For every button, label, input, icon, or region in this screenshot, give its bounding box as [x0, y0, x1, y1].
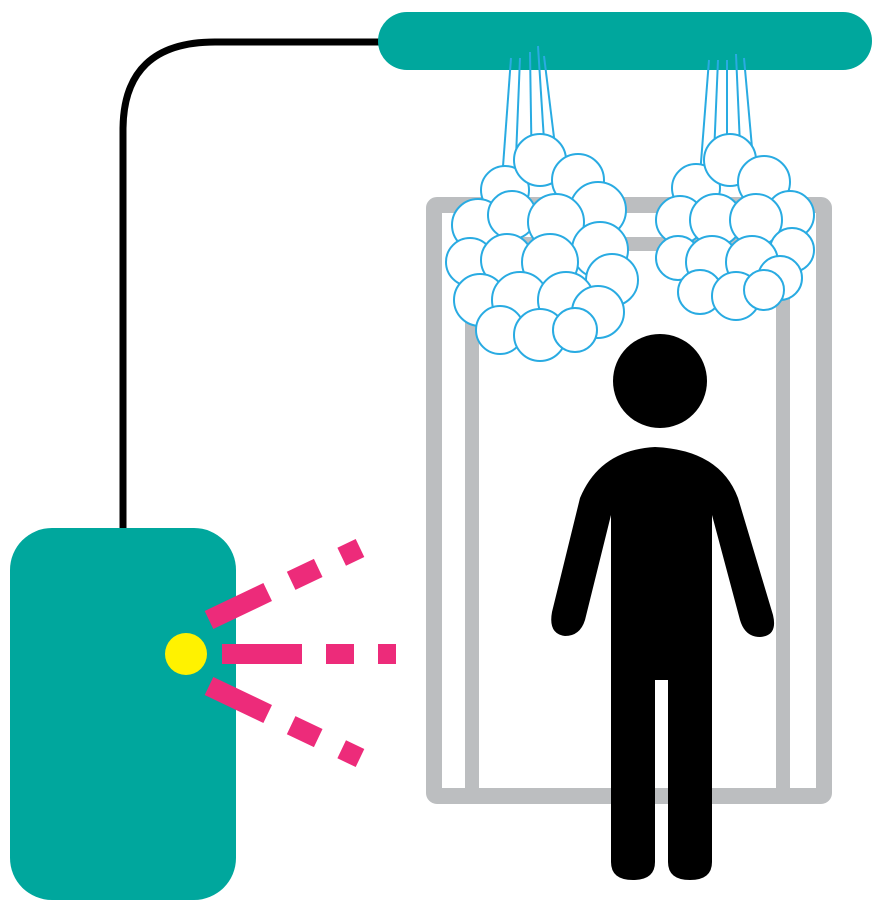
mist-nozzle-bar [378, 12, 872, 70]
mist-puff [744, 270, 784, 310]
supply-hose [123, 42, 392, 528]
control-unit-box [10, 528, 236, 900]
sensor-icon [165, 633, 207, 675]
sensor-beams [209, 548, 396, 758]
person-head [613, 334, 707, 428]
mist-cloud-icon [656, 134, 814, 320]
mist-puff [553, 308, 597, 352]
person-body [551, 447, 774, 880]
